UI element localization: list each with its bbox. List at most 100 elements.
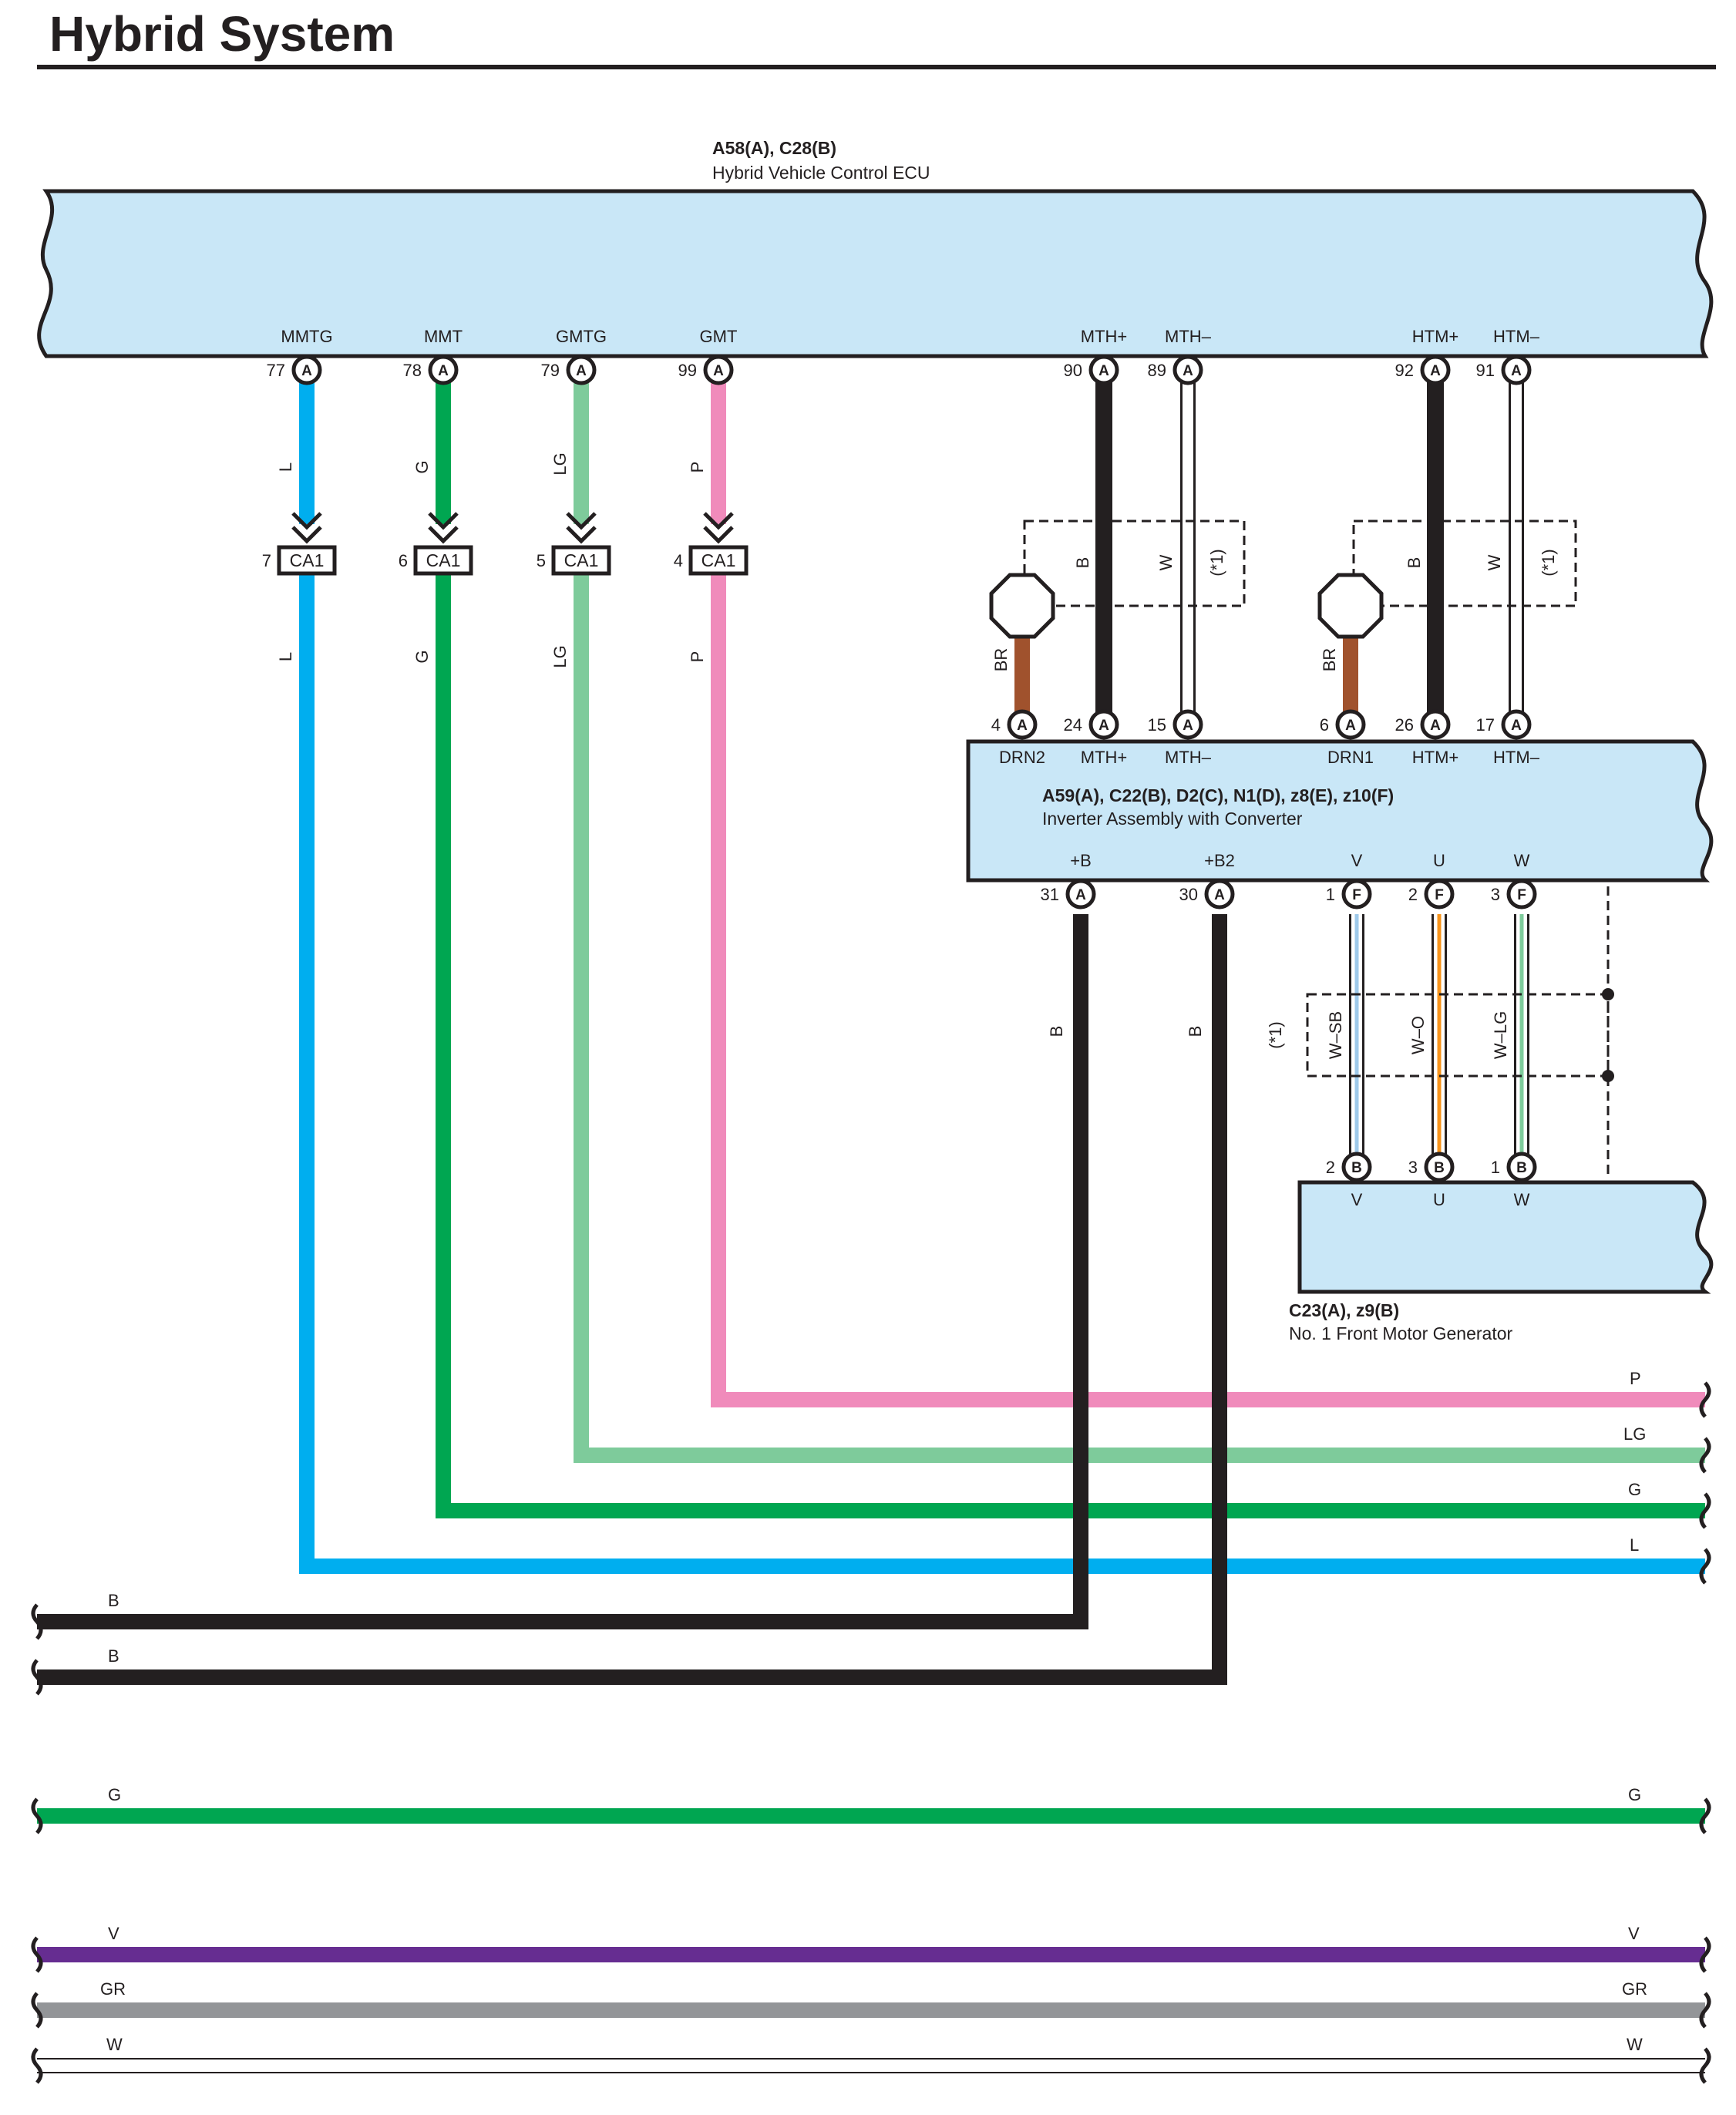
pin-number: 3 [1408,1158,1418,1177]
shield-ground-icon [989,573,1055,639]
wire-label: W [1156,554,1176,570]
pin-label: HTM+ [1412,327,1459,346]
vertical-wire-labels: L L G G LG LG P P B B [276,452,1205,1037]
inverter-pin-b-plus: +B 31 A [1041,851,1096,910]
shield-note: (*1) [1207,549,1226,576]
ecu-pin-htm-minus: HTM– 91 A [1476,327,1540,385]
connector-pin [1424,879,1455,910]
shield-note: (*1) [1539,549,1558,576]
pin-number: 91 [1476,361,1495,380]
wire-label: G [1628,1480,1641,1499]
junction-pin-number: 4 [674,551,683,570]
connector-pin [1420,355,1451,385]
chevron-down-icon [703,512,734,544]
wire-label: P [688,462,707,473]
connector-pin [566,355,597,385]
inverter-box [966,739,1714,883]
inverter-bottom-pins: +B 31 A +B2 30 A V 1 F U 2 F W 3 F [1041,851,1537,910]
pin-label: HTM– [1493,748,1540,767]
ecu-pins: MMTG 77 A MMT 78 A GMTG 79 A GMT 99 A MT… [267,327,1540,385]
connector-letter: A [1098,718,1109,734]
inverter-pin-v: V 1 F [1326,851,1372,910]
wire-label: W [106,2035,123,2054]
break-marks [31,1381,1711,2084]
connector-pin [1420,709,1451,740]
wire-label: GR [1622,1979,1647,1999]
pin-number: 17 [1476,715,1495,735]
inverter-pin-u: U 2 F [1408,851,1455,910]
pin-number: 2 [1326,1158,1335,1177]
pin-label: +B2 [1204,851,1235,870]
ecu-name: Hybrid Vehicle Control ECU [712,163,930,183]
ecu-pin-gmtg: GMTG 79 A [541,327,607,385]
wire-label: BR [1320,648,1339,672]
chevron-down-icon [428,512,459,544]
connector-pin [1501,709,1532,740]
inverter-pin-mth-plus: 24 A MTH+ [1064,709,1127,767]
ecu-pin-mth-plus: MTH+ 90 A [1064,327,1128,385]
inverter-pin-htm-minus: 17 A HTM– [1476,709,1540,767]
pin-label: V [1351,1190,1363,1209]
junction-pin-number: 5 [537,551,546,570]
wire-label: V [1628,1924,1640,1943]
wire-label: LG [550,452,570,475]
connector-pin [1506,1152,1537,1182]
junction-name: CA1 [426,550,461,570]
connector-letter: A [1075,887,1086,903]
ecu-pin-mth-minus: MTH– 89 A [1148,327,1212,385]
connector-pin [1088,355,1119,385]
page-title: Hybrid System [49,6,395,62]
pin-number: 31 [1041,885,1059,904]
pin-label: HTM– [1493,327,1540,346]
pin-label: MTH+ [1081,327,1128,346]
connector-letter: B [1516,1160,1527,1176]
connector-pin [1501,355,1532,385]
connector-pin [428,355,459,385]
pin-label: GMTG [556,327,607,346]
pin-number: 90 [1064,361,1082,380]
connector-pin [1088,709,1119,740]
shield-splice-dot [1602,1070,1614,1082]
wire-label: B [1073,557,1092,569]
wire-label: L [276,462,295,472]
connector-pin [1065,879,1096,910]
ecu-pin-gmt: GMT 99 A [678,327,738,385]
pin-number: 78 [403,361,422,380]
pin-label: V [1351,851,1363,870]
connector-letter: A [1430,718,1441,734]
wire-label: GR [100,1979,126,1999]
shield-splice-dot [1602,988,1614,1000]
connector-letter: A [1214,887,1225,903]
connector-letter: A [576,363,587,379]
junction-ca1-p: CA1 4 [674,512,749,576]
pin-label: MTH– [1165,327,1212,346]
junction-box [688,545,749,576]
ecu-pin-mmtg: MMTG 77 A [267,327,333,385]
motor-pins: 2 B V 3 B U 1 B W [1326,1152,1537,1209]
connector-pin [1172,709,1203,740]
pin-number: 3 [1491,885,1500,904]
pin-number: 2 [1408,885,1418,904]
wire-b-plus [37,914,1088,1629]
pin-label: GMT [700,327,738,346]
connector-letter: A [713,363,724,379]
pin-number: 79 [541,361,560,380]
inverter-pin-drn2: 4 A DRN2 [991,709,1045,767]
pin-number: 15 [1148,715,1166,735]
motor-pin-u: 3 B U [1408,1152,1455,1209]
pin-number: 1 [1491,1158,1500,1177]
wire-b2-plus [37,914,1227,1685]
shield-labels: BR B W (*1) BR B W (*1) [991,549,1558,671]
wire-label: W–SB [1326,1011,1345,1059]
inverter-pin-htm-plus: 26 A HTM+ [1395,709,1458,767]
shield-note: (*1) [1266,1021,1285,1048]
pin-label: +B [1070,851,1092,870]
inverter-pin-b2-plus: +B2 30 A [1179,851,1235,910]
pin-label: MMTG [281,327,332,346]
wire-label: BR [991,648,1011,672]
wire-label: V [108,1924,119,1943]
wire-label: B [108,1646,119,1666]
wire-label: W [1627,2035,1643,2054]
shield-box-mth [1023,520,1246,607]
inverter-pin-w: W 3 F [1491,851,1537,910]
